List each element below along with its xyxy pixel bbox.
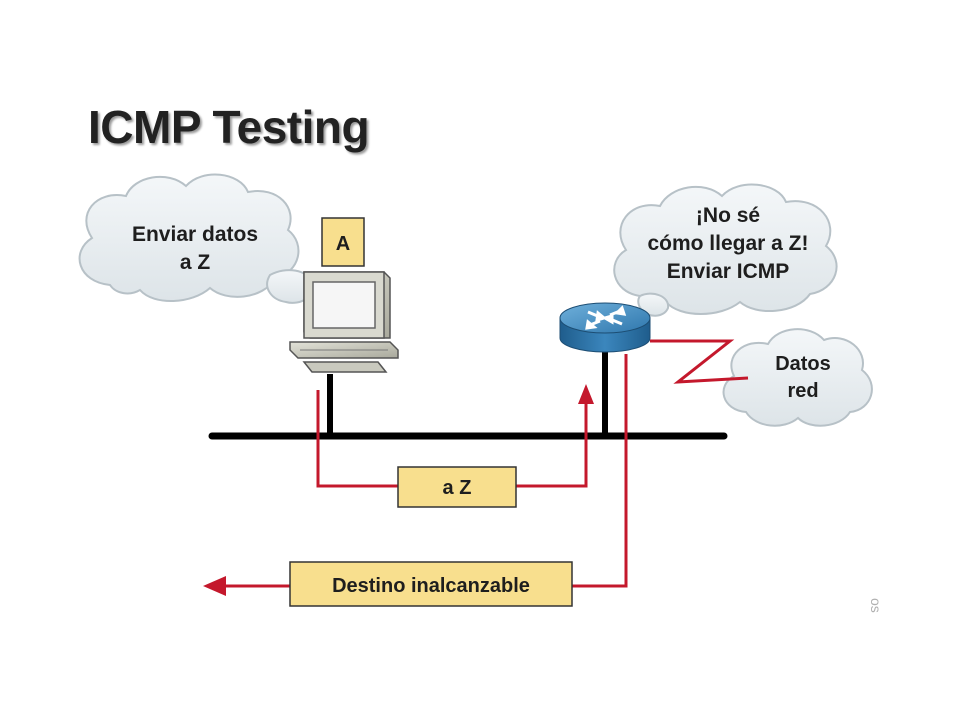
computer-icon [289, 271, 399, 373]
sender-cloud-line-2: a Z [180, 251, 211, 274]
forward-packet-label: a Z [443, 477, 472, 499]
host-label-box [321, 217, 365, 267]
router-cloud-line-2: cómo llegar a Z! [647, 232, 808, 255]
router-cloud [613, 183, 838, 317]
forward-arrowhead [578, 384, 594, 404]
router-cloud-line-1: ¡No sé [696, 204, 760, 227]
forward-packet-box [397, 466, 517, 508]
side-mark: os [868, 598, 884, 613]
data-cloud [722, 328, 873, 427]
reply-packet-label: Destino inalcanzable [332, 575, 530, 597]
host-label: A [336, 233, 350, 255]
data-cloud-line-2: red [787, 380, 818, 402]
page-title: ICMP Testing [88, 101, 370, 153]
router-icon [559, 302, 651, 353]
data-cloud-line-1: Datos [775, 353, 831, 375]
reply-arrowhead [203, 576, 226, 596]
sender-cloud [78, 173, 315, 304]
router-to-data-link [650, 339, 749, 384]
sender-cloud-line-1: Enviar datos [132, 223, 258, 246]
reply-packet-box [289, 561, 573, 607]
router-cloud-line-3: Enviar ICMP [667, 260, 790, 283]
